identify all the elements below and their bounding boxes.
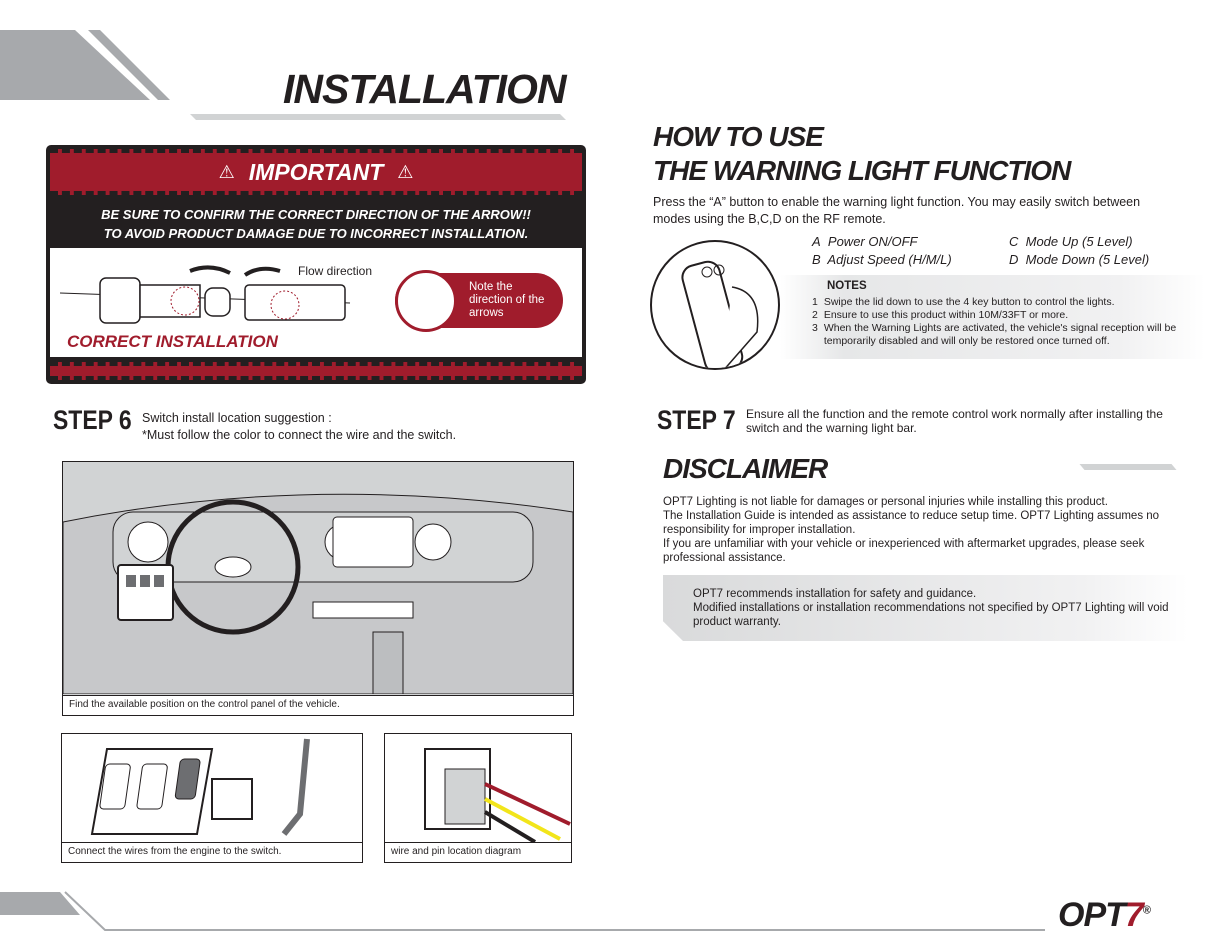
correct-installation-label: CORRECT INSTALLATION bbox=[67, 332, 278, 351]
function-item: C Mode Up (5 Level) bbox=[1009, 234, 1133, 249]
page-title: INSTALLATION bbox=[283, 66, 567, 112]
function-item: A Power ON/OFF bbox=[812, 234, 918, 249]
function-list: A Power ON/OFF C Mode Up (5 Level) B Adj… bbox=[812, 234, 1182, 267]
dashboard-figure: Find the available position on the contr… bbox=[62, 461, 574, 716]
how-to-intro: Press the “A” button to enable the warni… bbox=[653, 195, 1141, 226]
step-6-line-1: Switch install location suggestion : bbox=[142, 411, 332, 425]
pin-figure: wire and pin location diagram bbox=[384, 733, 572, 863]
disclaimer-line: If you are unfamiliar with your vehicle … bbox=[663, 538, 1145, 564]
step-7-text: Ensure all the function and the remote c… bbox=[746, 407, 1163, 435]
wiring-caption: Connect the wires from the engine to the… bbox=[62, 842, 362, 862]
notes-title: NOTES bbox=[827, 280, 867, 292]
important-line-2: TO AVOID PRODUCT DAMAGE DUE TO INCORRECT… bbox=[103, 226, 529, 241]
function-item: B Adjust Speed (H/M/L) bbox=[812, 252, 952, 267]
step-7-label: STEP 7 bbox=[657, 405, 736, 435]
pin-caption: wire and pin location diagram bbox=[385, 842, 571, 862]
function-item: D Mode Down (5 Level) bbox=[1009, 252, 1150, 267]
warning-icon: ⚠ bbox=[218, 161, 235, 182]
pin-diagram-illustration bbox=[424, 748, 571, 842]
how-to-title-1: HOW TO USE bbox=[653, 121, 824, 152]
recommend-line: OPT7 recommends installation for safety … bbox=[693, 588, 977, 600]
flow-direction-label: Flow direction bbox=[298, 264, 373, 278]
step-6-label: STEP 6 bbox=[53, 405, 132, 435]
recommend-box: OPT7 recommends installation for safety … bbox=[663, 575, 1188, 641]
dashboard-illustration bbox=[63, 493, 573, 694]
disclaimer-line: OPT7 Lighting is not liable for damages … bbox=[663, 496, 1108, 508]
step-6-line-2: *Must follow the color to connect the wi… bbox=[142, 428, 457, 442]
important-line-1: BE SURE TO CONFIRM THE CORRECT DIRECTION… bbox=[101, 207, 531, 222]
notes-panel bbox=[780, 275, 1205, 359]
disclaimer-line: The Installation Guide is intended as as… bbox=[663, 510, 1160, 536]
dashboard-caption: Find the available position on the contr… bbox=[63, 695, 573, 715]
opt7-logo: OPT7® bbox=[1058, 896, 1151, 934]
wiring-figure: Connect the wires from the engine to the… bbox=[61, 733, 363, 863]
note-text: Note the direction of the arrows bbox=[469, 281, 545, 319]
disclaimer-decoration bbox=[1079, 464, 1177, 470]
note-bubble: Note the direction of the arrows bbox=[395, 270, 563, 332]
remote-illustration bbox=[650, 240, 780, 370]
disclaimer-title: DISCLAIMER bbox=[663, 453, 828, 484]
footer-decoration bbox=[0, 891, 1045, 931]
how-to-title-2: THE WARNING LIGHT FUNCTION bbox=[653, 155, 1071, 186]
warning-icon: ⚠ bbox=[397, 161, 414, 182]
switch-panel-illustration bbox=[90, 738, 310, 836]
recommend-line: Modified installations or installation r… bbox=[693, 602, 1169, 628]
connector-illustration bbox=[60, 265, 351, 324]
header-decoration bbox=[0, 30, 566, 120]
important-header: IMPORTANT bbox=[248, 158, 384, 185]
important-box: ⚠ IMPORTANT ⚠ BE SURE TO CONFIRM THE COR… bbox=[46, 145, 586, 384]
